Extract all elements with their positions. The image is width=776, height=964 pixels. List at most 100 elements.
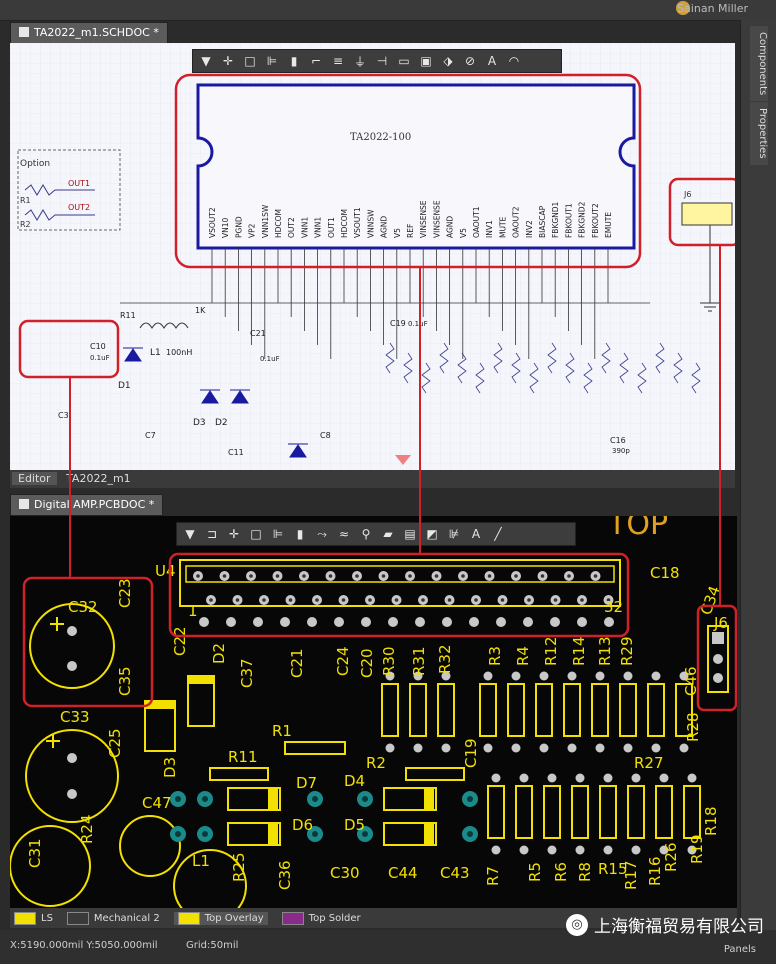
align-icon[interactable]: ⊫ [266,54,278,68]
resistor-body[interactable] [209,767,269,781]
sheet-tab[interactable]: TA2022_m1 [66,472,131,485]
line-icon[interactable]: ╱ [494,527,502,541]
resistor-pad [483,743,493,753]
text-icon[interactable]: A [471,527,481,541]
bus-icon[interactable]: ≡ [332,54,344,68]
select-rect-icon[interactable]: □ [244,54,256,68]
directive-icon[interactable]: ⬗ [443,54,453,68]
place-part-icon[interactable]: ▮ [290,54,298,68]
editor-tab[interactable]: Editor [12,472,57,485]
text-icon[interactable]: A [487,54,497,68]
filter-icon[interactable]: ▼ [185,527,195,541]
resistor-body[interactable] [591,683,609,737]
panels-button[interactable]: Panels [723,944,756,955]
align-icon[interactable]: ⊫ [272,527,284,541]
designator-c34: C34 [697,583,724,617]
schematic-resistor [619,352,629,384]
dimension-icon[interactable]: ⊯ [448,527,460,541]
port-icon[interactable]: ▭ [398,54,410,68]
schematic-resistor [385,342,395,374]
d6-body[interactable] [227,822,281,846]
move-icon[interactable]: ✛ [222,54,234,68]
layer-tab-top-solder[interactable]: Top Solder [281,911,361,925]
resistor-body[interactable] [284,741,346,755]
resistor-body[interactable] [543,785,561,839]
resistor-body[interactable] [535,683,553,737]
diff-pair-icon[interactable]: ≈ [338,527,350,541]
ic-u-body[interactable] [196,83,636,250]
user-name[interactable]: Sainan Miller [677,2,748,15]
designator-c20: C20 [358,648,376,678]
pad-via-icon[interactable]: ⚲ [361,527,371,541]
tab-schematic-label: TA2022_m1.SCHDOC * [34,26,159,39]
tab-schematic-doc[interactable]: TA2022_m1.SCHDOC * [10,22,168,44]
d4-body[interactable] [383,787,437,811]
resistor-body[interactable] [647,683,665,737]
properties-panel-tab[interactable]: Properties [750,102,768,165]
no-erc-icon[interactable]: ⊘ [464,54,476,68]
designator-c31: C31 [26,838,44,868]
resistor-body[interactable] [571,785,589,839]
resistor-body[interactable] [683,785,701,839]
designator-r29: R29 [618,636,636,666]
designator-c33: C33 [60,708,90,726]
move-icon[interactable]: ✛ [228,527,240,541]
u4-pad-hole [341,598,346,602]
d5-body[interactable] [383,822,437,846]
resistor-body[interactable] [381,683,399,737]
route-icon[interactable]: ⊐ [206,527,218,541]
d7-body[interactable] [227,787,281,811]
resistor-body[interactable] [563,683,581,737]
resistor-body[interactable] [507,683,525,737]
resistor-body[interactable] [479,683,497,737]
layer-tab-ls[interactable]: LS [14,911,53,925]
designator-c36: C36 [276,860,294,890]
place-component-icon[interactable]: ▮ [296,527,304,541]
resistor-body[interactable] [487,785,505,839]
layer-tab-top-overlay[interactable]: Top Overlay [173,911,268,925]
wire-icon[interactable]: ⌐ [310,54,322,68]
c33-outline[interactable] [25,729,119,823]
schematic-canvas[interactable]: Option R1 R2 OUT1 OUT2 TA2022-100 VSOUT2… [10,43,735,470]
components-panel-tab[interactable]: Components [750,26,768,102]
select-rect-icon[interactable]: □ [250,527,262,541]
polygon-icon[interactable]: ▤ [404,527,416,541]
designator-p1: 1 [188,602,198,620]
power-port-icon[interactable]: ⏚ [353,54,366,69]
resistor-body[interactable] [627,785,645,839]
c32-outline[interactable] [29,603,115,689]
fill-icon[interactable]: ▰ [383,527,393,541]
u4-outline[interactable] [179,559,621,607]
interactive-route-icon[interactable]: ⤳ [317,526,327,541]
resistor-body[interactable] [437,683,455,737]
resistor-body[interactable] [515,785,533,839]
resistor-body[interactable] [619,683,637,737]
u4-pad-hole [288,598,293,602]
net-label-icon[interactable]: ⊣ [376,54,388,68]
keepout-icon[interactable]: ◩ [426,527,438,541]
resistor-pad [575,845,585,855]
resistor-body[interactable] [675,683,693,737]
resistor-body[interactable] [409,683,427,737]
designator-r1: R1 [272,722,292,740]
c31-outline[interactable] [10,825,91,907]
resistor-body[interactable] [655,785,673,839]
schematic-resistor [421,362,431,394]
j6-body[interactable] [707,625,729,693]
resistor-pad [567,743,577,753]
filter-icon[interactable]: ▼ [201,54,211,68]
resistor-body[interactable] [599,785,617,839]
resistor-pad [623,671,633,681]
tab-pcb-doc[interactable]: Digital AMP.PCBDOC * [10,494,164,516]
designator-r17: R17 [622,860,640,890]
user-avatar-icon[interactable] [676,1,690,15]
designator-r26: R26 [662,842,680,872]
arc-icon[interactable]: ◠ [508,54,520,68]
connector-j6-body[interactable] [681,202,733,226]
l1-outline[interactable] [173,849,247,908]
sheet-symbol-icon[interactable]: ▣ [420,54,432,68]
resistor-body[interactable] [405,767,465,781]
layer-tab-mechanical-2[interactable]: Mechanical 2 [66,911,160,925]
